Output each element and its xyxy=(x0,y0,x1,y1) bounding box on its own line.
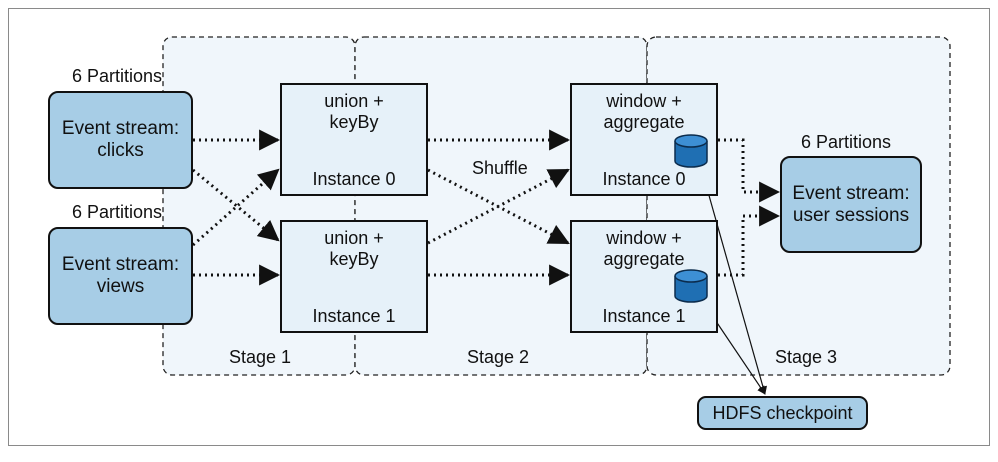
union-keyby-instance-0: union + keyBy Instance 0 xyxy=(280,83,428,196)
state-database-icon xyxy=(674,134,708,168)
window-op-1-instance: Instance 1 xyxy=(602,306,686,326)
event-stream-views: Event stream: views xyxy=(48,227,193,325)
stage-1-label: Stage 1 xyxy=(229,347,292,367)
window-aggregate-instance-0: window + aggregate Instance 0 xyxy=(570,83,718,196)
hdfs-checkpoint: HDFS checkpoint xyxy=(697,396,868,430)
arrow-clicks-to-union1 xyxy=(192,168,280,242)
arrow-window0-to-sink xyxy=(718,138,781,203)
views-partitions-label: 6 Partitions xyxy=(72,202,163,222)
sink-partitions-label: 6 Partitions xyxy=(801,132,892,152)
arrow-union1-to-window0 xyxy=(427,168,570,245)
arrow-window1-to-sink xyxy=(718,205,781,277)
arrow-views-to-union0 xyxy=(192,168,280,247)
state-database-icon xyxy=(674,269,708,303)
checkpoint-line-0 xyxy=(698,159,767,395)
shuffle-label: Shuffle xyxy=(472,158,528,178)
event-stream-clicks: Event stream: clicks xyxy=(48,91,193,189)
union-keyby-instance-1: union + keyBy Instance 1 xyxy=(280,220,428,333)
window-op-0-label: window + aggregate xyxy=(603,91,685,132)
union-op-1-label: union + keyBy xyxy=(324,228,384,269)
clicks-partitions-label: 6 Partitions xyxy=(72,66,163,86)
stage-3-label: Stage 3 xyxy=(775,347,838,367)
union-op-0-instance: Instance 0 xyxy=(312,169,396,189)
event-stream-user-sessions: Event stream: user sessions xyxy=(780,156,922,253)
union-op-0-label: union + keyBy xyxy=(324,91,384,132)
stage-2-label: Stage 2 xyxy=(467,347,530,367)
window-op-0-instance: Instance 0 xyxy=(602,169,686,189)
union-op-1-instance: Instance 1 xyxy=(312,306,396,326)
window-op-1-label: window + aggregate xyxy=(603,228,685,269)
